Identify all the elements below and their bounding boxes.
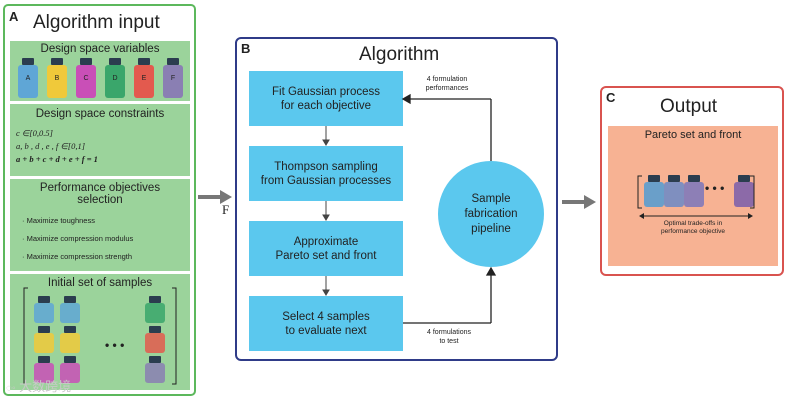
pareto-ellipsis: • • • [705, 181, 725, 195]
pareto-set-box: Pareto set and front • • • Optimal trade… [608, 126, 778, 266]
bottle-body [145, 363, 165, 383]
algorithm-flow-arrows [322, 93, 497, 324]
bottle-cap [149, 326, 161, 333]
objective-item-3-text: Maximize compression strength [26, 252, 133, 261]
panel-letter-a: A [9, 9, 19, 24]
objective-item-3: · Maximize compression strength [22, 252, 133, 261]
watermark-logo-icon: ◌◦ [6, 383, 16, 394]
bottle-cap [688, 175, 700, 182]
design-space-constraints-box: Design space constraints c ∈[0,0.5] a, b… [10, 104, 190, 176]
initial-samples-bracket [23, 287, 177, 385]
panel-output: C Output Pareto set and front • • • Opti… [600, 86, 784, 276]
step-thompson-sampling: Thompson sampling from Gaussian processe… [249, 146, 403, 201]
initial-samples-title: Initial set of samples [47, 277, 153, 289]
design-space-constraints-title: Design space constraints [35, 108, 165, 120]
bottle-body [734, 182, 754, 207]
bottle-cap [38, 326, 50, 333]
panel-algorithm-input: A Algorithm input Design space variables… [3, 4, 196, 396]
bottle-body [34, 333, 54, 353]
bottle-cap [167, 58, 179, 65]
bottle-cap [38, 296, 50, 303]
objective-item-2: · Maximize compression modulus [22, 234, 134, 243]
objective-item-1-text: Maximize toughness [26, 216, 95, 225]
bottle-body [60, 333, 80, 353]
bottle-cap [80, 58, 92, 65]
bottle-label: A [18, 65, 38, 98]
bottle-cap [38, 356, 50, 363]
watermark-label: 大数跨境 [19, 379, 72, 394]
initial-samples-box: Initial set of samples • • • [10, 274, 190, 390]
bottle-label: F [163, 65, 183, 98]
step-approximate-pareto: Approximate Pareto set and front [249, 221, 403, 276]
bottle-cap [64, 326, 76, 333]
bottle-cap [138, 58, 150, 65]
bottle-cap [51, 58, 63, 65]
arrow-input-to-algorithm [198, 190, 232, 204]
panel-title-output: Output [660, 96, 718, 117]
bottle-cap [738, 175, 750, 182]
bottle-cap [22, 58, 34, 65]
sample-fabrication-pipeline: Sample fabrication pipeline [438, 161, 544, 267]
constraint-line-3: a + b + c + d + e + f = 1 [16, 154, 98, 164]
panel-letter-b: B [241, 41, 251, 56]
pareto-set-title: Pareto set and front [644, 129, 742, 141]
bottle-label: E [134, 65, 154, 98]
constraint-line-1: c ∈[0,0.5] [16, 128, 53, 138]
panel-letter-c: C [606, 90, 616, 105]
bottle-cap [149, 296, 161, 303]
initial-samples-ellipsis: • • • [105, 338, 125, 352]
step-select-samples: Select 4 samples to evaluate next [249, 296, 403, 351]
bottle-label: D [105, 65, 125, 98]
bottle-body [145, 303, 165, 323]
panel-algorithm: B Algorithm Fit Gaussian process for eac… [235, 37, 558, 361]
bottle-cap [668, 175, 680, 182]
objective-item-2-text: Maximize compression modulus [26, 234, 134, 243]
arrow-algorithm-to-output [562, 195, 596, 209]
bottle-cap [648, 175, 660, 182]
panel-title-algorithm: Algorithm [359, 44, 440, 65]
bottle-cap [64, 356, 76, 363]
bottle-body [145, 333, 165, 353]
panel-title-algorithm-input: Algorithm input [33, 12, 160, 33]
note-formulation-performances: 4 formulation performances [425, 76, 469, 92]
bottle-cap [64, 296, 76, 303]
objectives-title-line1: Performance objectives [39, 182, 161, 194]
note-formulations-to-test: 4 formulations to test [427, 329, 471, 345]
bottle-body [60, 303, 80, 323]
pareto-bracket [637, 175, 755, 219]
performance-objectives-box: Performance objectives selection · Maxim… [10, 179, 190, 271]
bottle-body [60, 363, 80, 383]
bottle-label: B [47, 65, 67, 98]
objective-item-1: · Maximize toughness [22, 216, 95, 225]
design-space-variables-title: Design space variables [40, 43, 160, 55]
bottle-body [644, 182, 664, 207]
tradeoff-label: Optimal trade-offs in performance object… [661, 220, 725, 235]
step-fit-gaussian-process: Fit Gaussian process for each objective [249, 71, 403, 126]
bottle-body [664, 182, 684, 207]
bottle-body [34, 363, 54, 383]
arrow-label-f: F [222, 202, 230, 217]
objectives-title-line2: selection [77, 194, 123, 206]
bottle-cap [149, 356, 161, 363]
watermark-text: ◌◦ 大数跨境 [6, 376, 71, 395]
bottle-body [684, 182, 704, 207]
bottle-label: C [76, 65, 96, 98]
bottle-body [34, 303, 54, 323]
bottle-cap [109, 58, 121, 65]
constraint-line-2: a, b , d , e , f ∈[0,1] [16, 141, 86, 151]
